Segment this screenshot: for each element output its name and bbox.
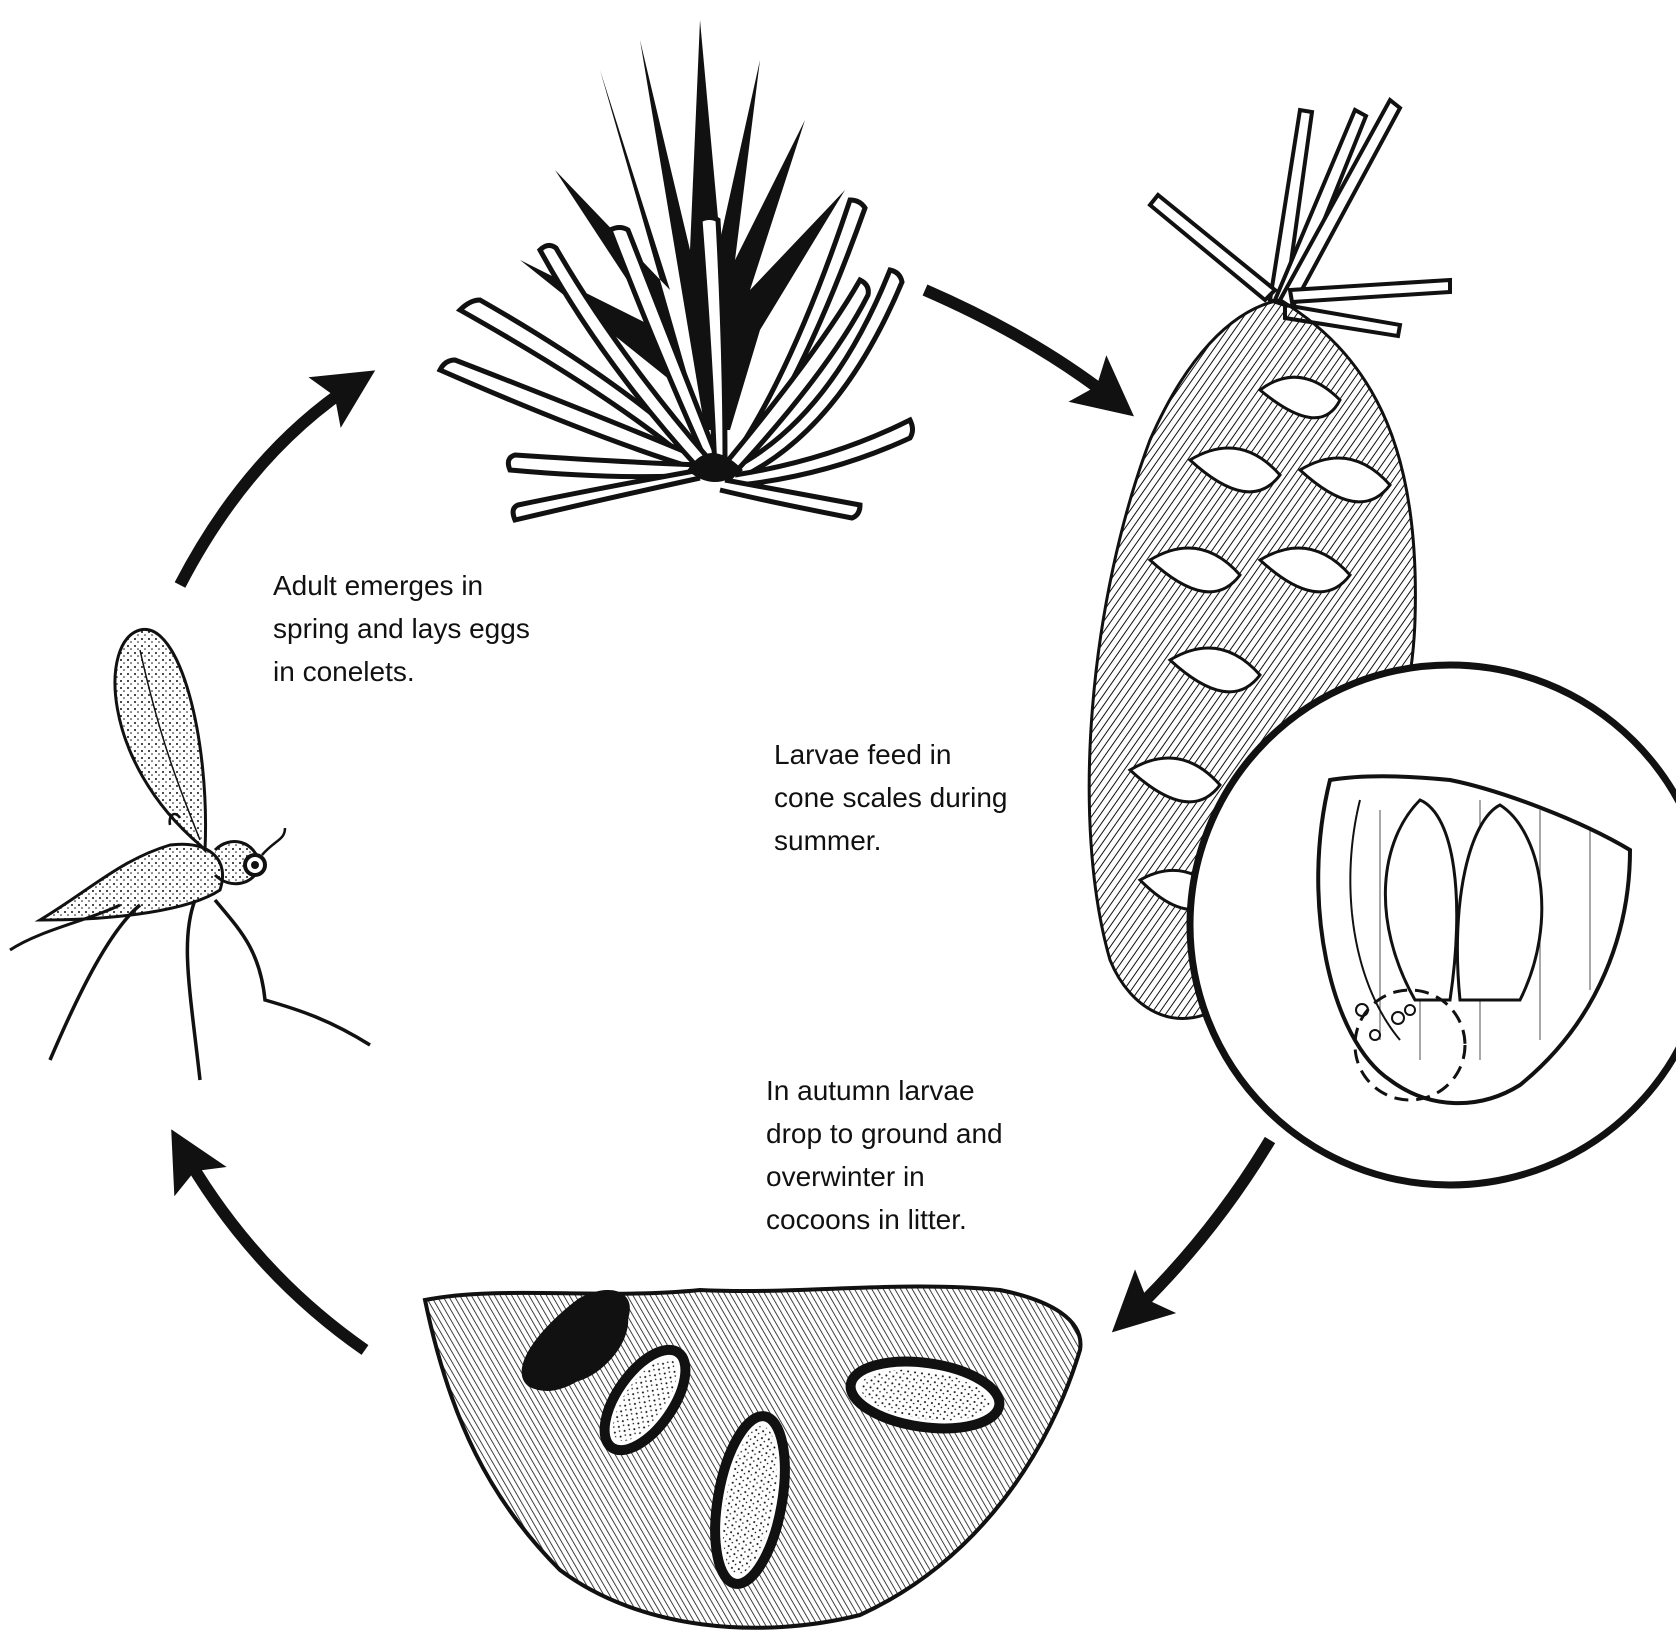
caption-line: cone scales during bbox=[774, 776, 1007, 819]
caption-line: cocoons in litter. bbox=[766, 1198, 1003, 1241]
midge-adult-icon bbox=[10, 629, 370, 1080]
caption-line: Larvae feed in bbox=[774, 733, 1007, 776]
caption-adult-emerges: Adult emerges in spring and lays eggs in… bbox=[273, 564, 530, 693]
caption-line: In autumn larvae bbox=[766, 1069, 1003, 1112]
caption-line: in conelets. bbox=[273, 650, 530, 693]
caption-larvae-feed: Larvae feed in cone scales during summer… bbox=[774, 733, 1007, 862]
caption-line: overwinter in bbox=[766, 1155, 1003, 1198]
arrow-adult-to-conelet bbox=[180, 380, 360, 585]
arrow-cone-to-litter bbox=[1125, 1140, 1270, 1320]
arrow-conelet-to-cone bbox=[925, 290, 1120, 405]
caption-line: spring and lays eggs bbox=[273, 607, 530, 650]
cocoons-in-litter-icon bbox=[425, 1283, 1080, 1627]
cone-scale-detail-icon bbox=[1190, 665, 1676, 1185]
caption-line: Adult emerges in bbox=[273, 564, 530, 607]
caption-autumn-larvae: In autumn larvae drop to ground and over… bbox=[766, 1069, 1003, 1241]
pine-conelet-icon bbox=[440, 20, 913, 520]
caption-line: summer. bbox=[774, 819, 1007, 862]
caption-line: drop to ground and bbox=[766, 1112, 1003, 1155]
arrow-litter-to-adult bbox=[180, 1145, 365, 1350]
